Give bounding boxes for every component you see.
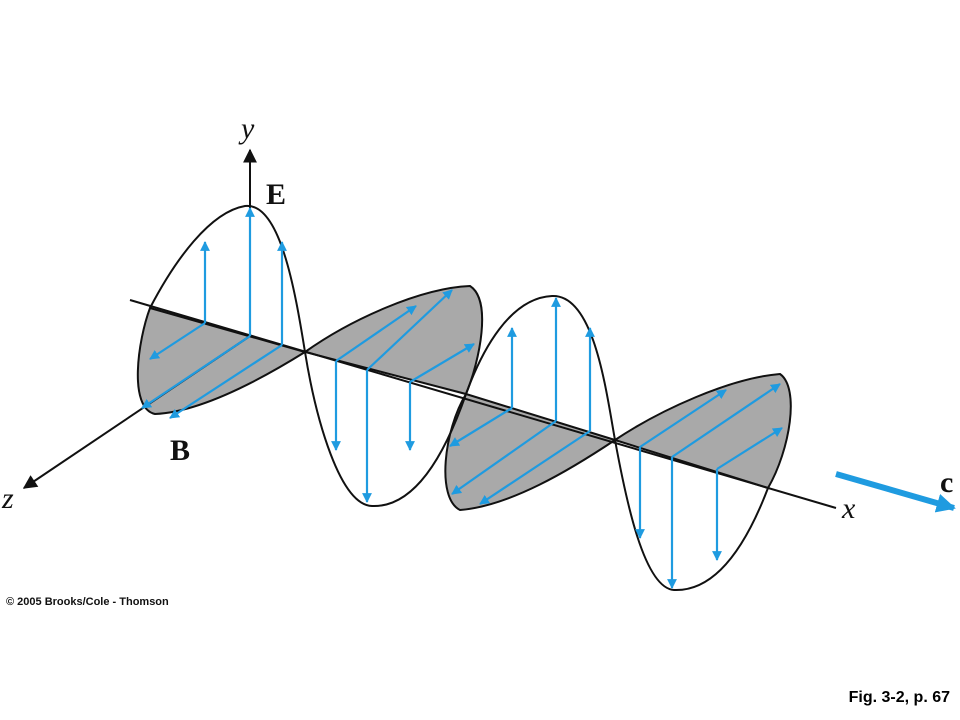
e-lobe-2: [304, 351, 467, 508]
copyright-credit: © 2005 Brooks/Cole - Thomson: [6, 596, 169, 608]
electric-field-vectors: [200, 207, 722, 589]
b-vector-arrow: [449, 407, 513, 447]
b-vector-arrow: [169, 344, 283, 419]
b-vector-arrow: [335, 305, 417, 362]
y-axis-label: y: [238, 112, 255, 145]
electric-field-label: E: [266, 178, 286, 211]
b-vector-arrow: [716, 427, 783, 470]
figure-caption: Fig. 3-2, p. 67: [848, 689, 950, 706]
b-vector-arrow: [149, 322, 206, 360]
b-vector-arrow: [479, 430, 591, 505]
b-vector-arrow: [639, 389, 727, 448]
propagation-arrow: [835, 471, 956, 513]
b-lobe-2: [302, 284, 484, 396]
b-vector-arrow: [366, 289, 453, 371]
b-vector-arrow: [671, 383, 781, 458]
magnetic-field-label: B: [170, 434, 190, 467]
b-lobe-4: [612, 372, 792, 490]
b-vector-arrow: [409, 343, 475, 383]
b-vector-arrow: [451, 420, 557, 495]
electric-field-wave: [149, 204, 769, 592]
b-lobe-1: [136, 306, 308, 416]
e-lobe-3: [465, 294, 616, 441]
propagation-label: c: [940, 466, 953, 499]
b-vector-arrow: [141, 335, 251, 409]
magnetic-field-vectors: [141, 289, 783, 505]
x-axis-label: x: [841, 492, 856, 525]
e-lobe-4: [614, 439, 769, 592]
x-axis-line: [129, 299, 837, 509]
e-lobe-1: [149, 204, 306, 353]
z-axis-label: z: [1, 482, 14, 515]
